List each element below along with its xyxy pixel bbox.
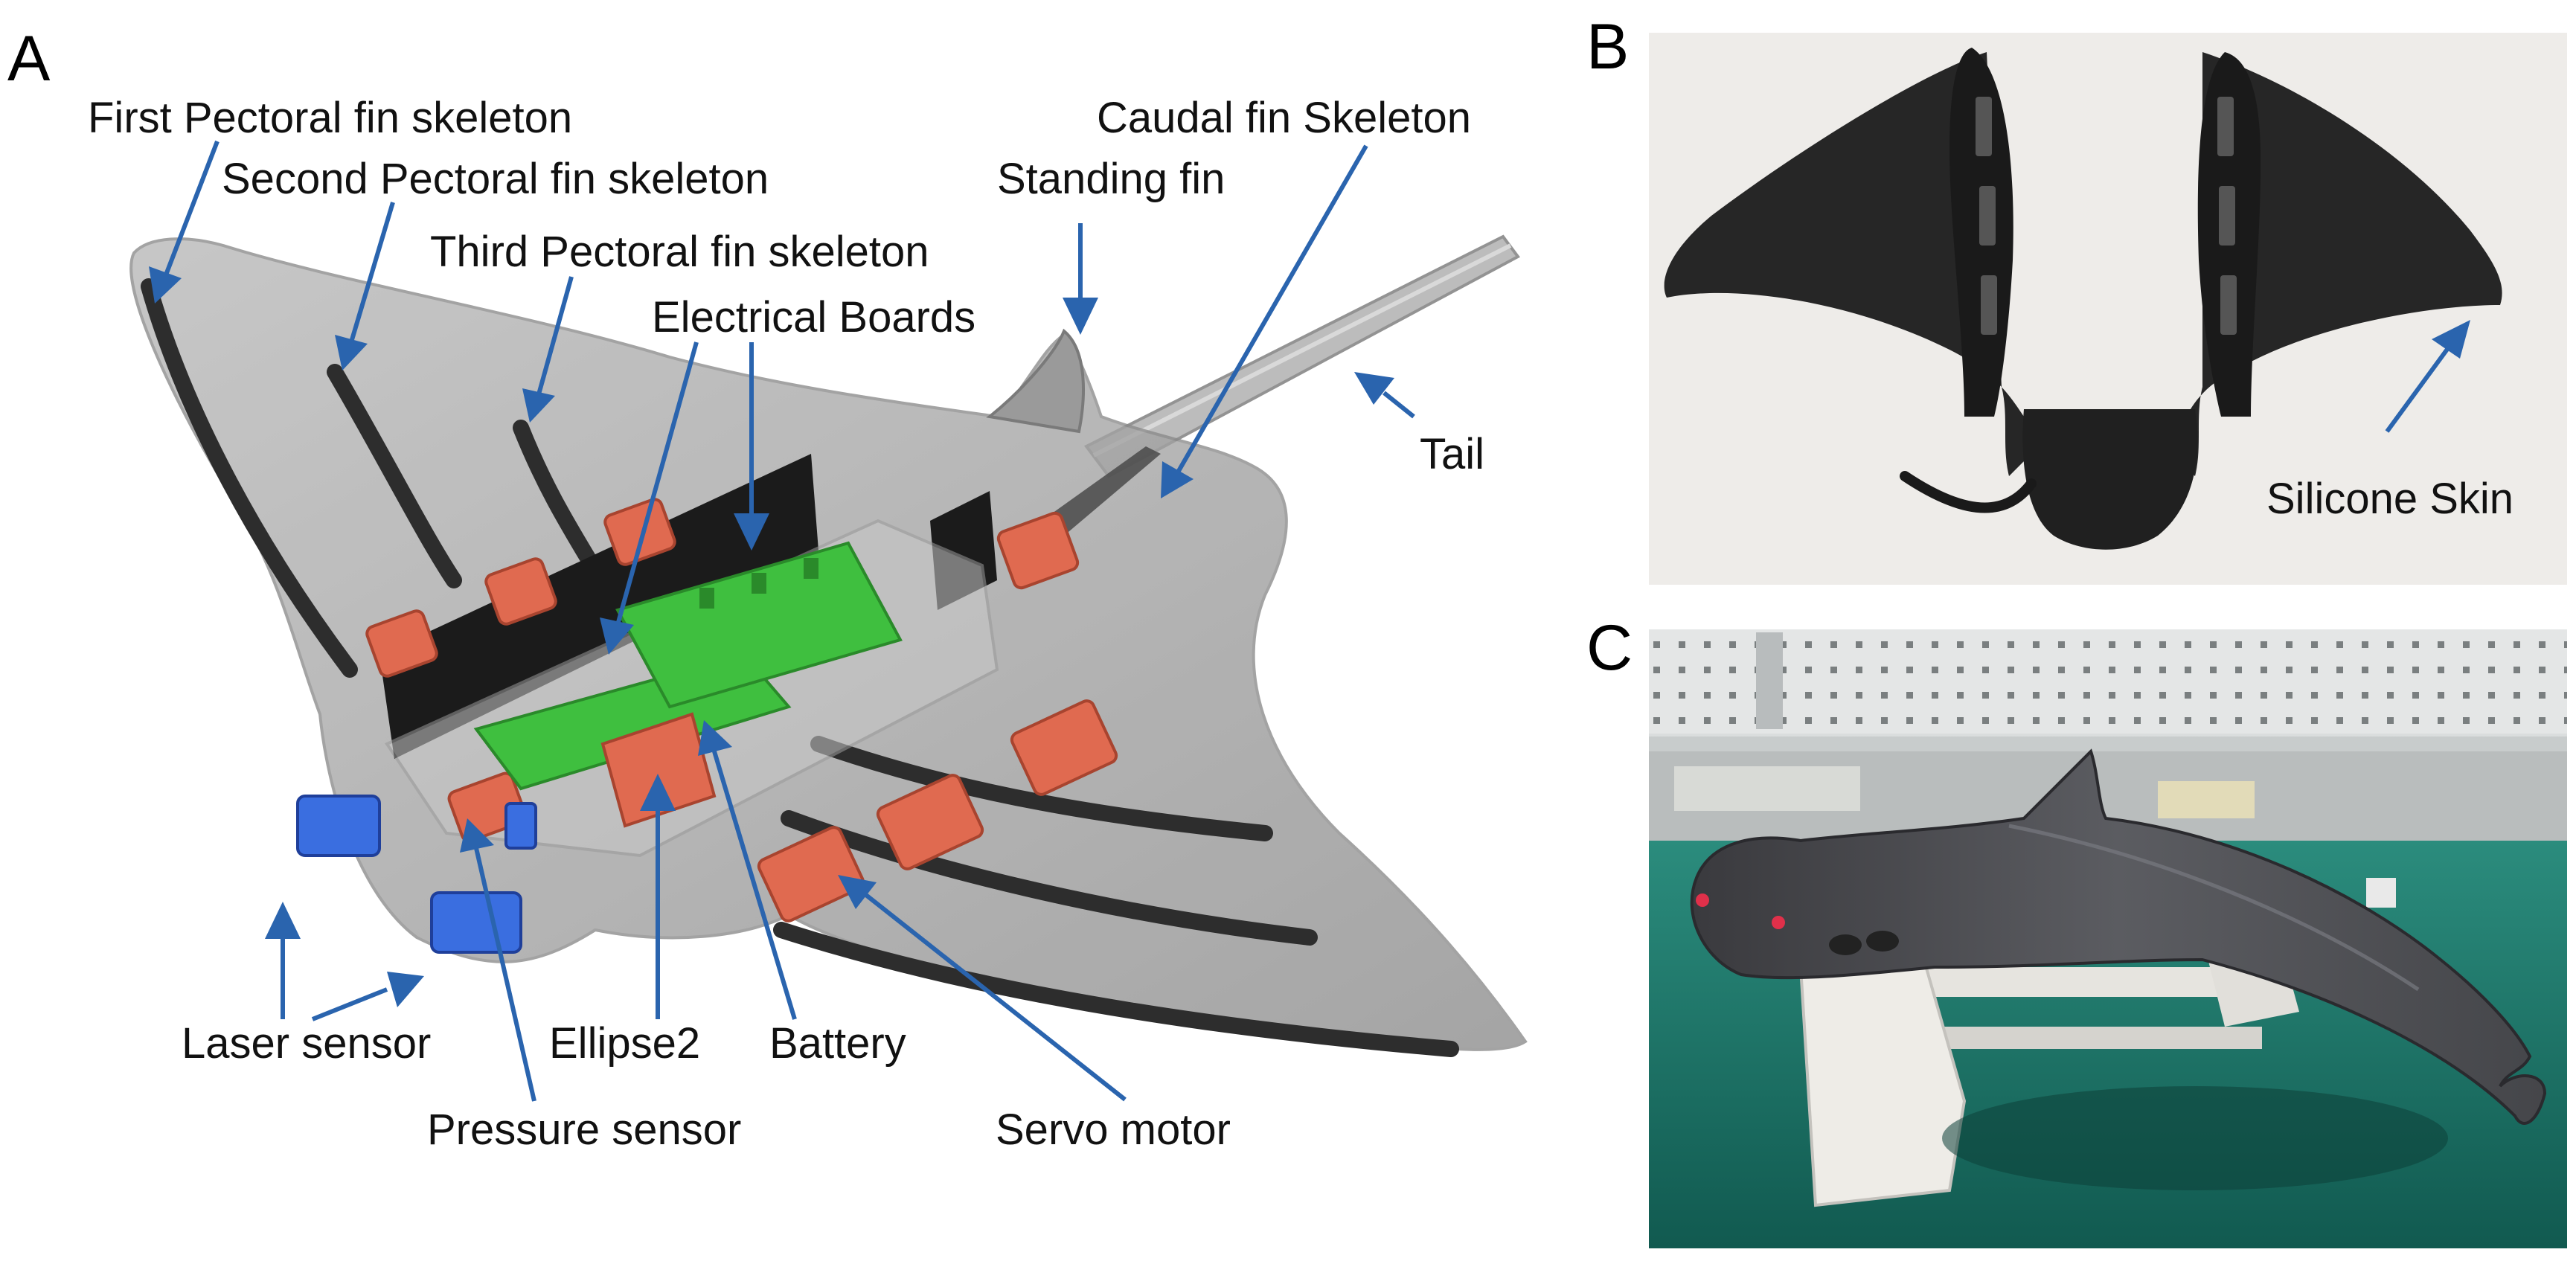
caudal-skeleton (1042, 446, 1161, 536)
photo-b-tail (1900, 471, 2037, 513)
panel-b-letter: B (1586, 11, 1629, 83)
label-second-pectoral: Second Pectoral fin skeleton (222, 155, 769, 203)
photo-c-manta (1690, 748, 2547, 1125)
pectoral-skeletons (141, 278, 1459, 1057)
electrical-boards (473, 541, 903, 791)
label-standing-fin: Standing fin (997, 155, 1225, 203)
photo-b-slots (1976, 97, 2237, 335)
photo-c-stand (1798, 930, 2299, 1207)
label-electrical-boards: Electrical Boards (652, 293, 975, 341)
label-ellipse2: Ellipse2 (549, 1019, 700, 1068)
label-first-pectoral: First Pectoral fin skeleton (88, 94, 572, 142)
arrows-panel-a (149, 140, 1415, 1102)
label-battery: Battery (769, 1019, 906, 1068)
label-tail: Tail (1420, 430, 1484, 478)
label-pressure-sensor: Pressure sensor (427, 1106, 741, 1154)
label-laser-sensor: Laser sensor (182, 1019, 431, 1068)
photo-c-pegboard (1649, 629, 2567, 734)
label-silicone-skin: Silicone Skin (2266, 475, 2513, 523)
panel-a: A (7, 23, 1528, 1154)
photo-b-left-fin (1664, 52, 2024, 476)
panel-c-letter: C (1586, 612, 1633, 684)
label-caudal-fin: Caudal fin Skeleton (1097, 94, 1471, 142)
panel-a-letter: A (7, 23, 51, 94)
panel-b: B Silicone Skin (1586, 11, 2567, 585)
photo-b-head (2022, 409, 2198, 550)
battery-model (600, 712, 717, 828)
panel-c: C (1586, 612, 2567, 1248)
arrow-silicone-skin (2385, 320, 2470, 433)
label-third-pectoral: Third Pectoral fin skeleton (430, 228, 929, 276)
label-servo-motor: Servo motor (996, 1106, 1231, 1154)
servo-motors (365, 498, 1118, 923)
spine-plate (379, 454, 818, 759)
standing-fin-shape (986, 328, 1085, 434)
